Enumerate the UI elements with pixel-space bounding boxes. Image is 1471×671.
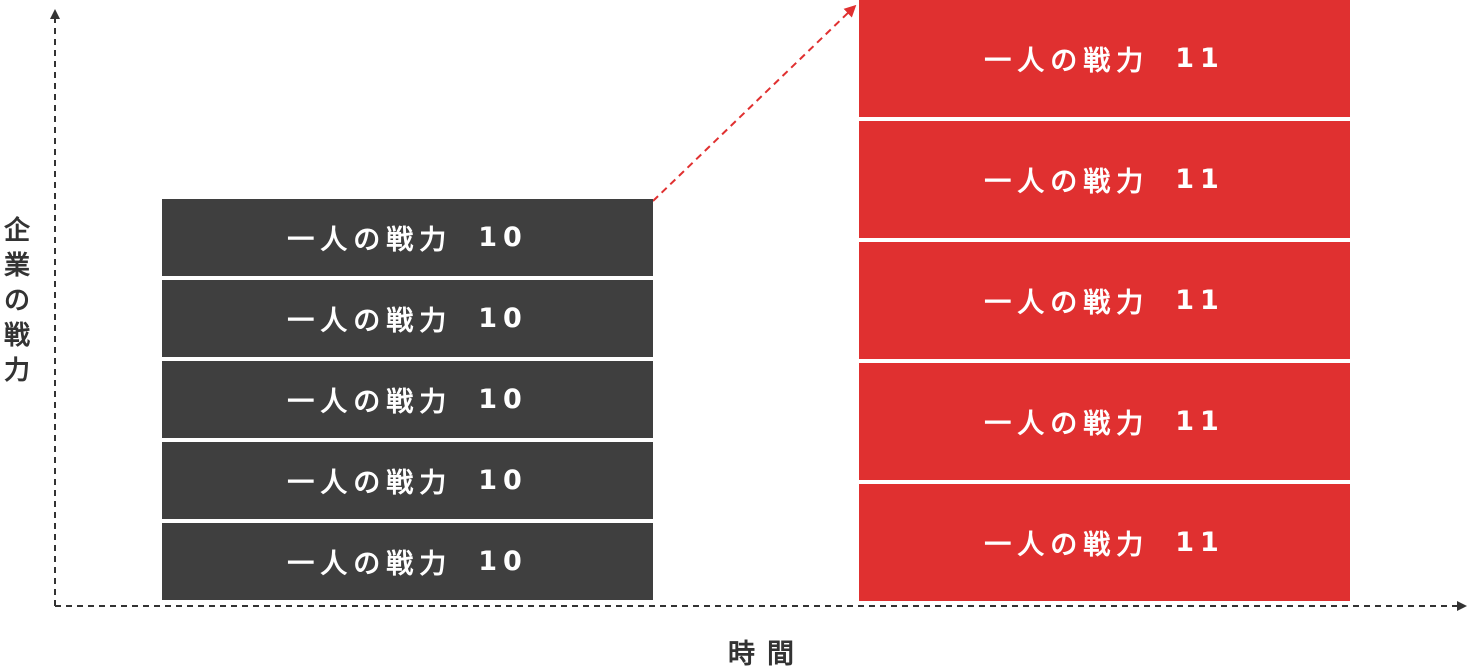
block-value: 10 (478, 465, 528, 496)
block-value: 10 (478, 384, 528, 415)
after-block: 一人の戦力 11 (859, 0, 1350, 117)
y-axis-label-char: 戦 (3, 321, 30, 351)
block-label: 一人の戦力 (984, 409, 1150, 440)
y-axis-label-char: 企 (3, 216, 30, 246)
block-value: 10 (478, 546, 528, 577)
block-label: 一人の戦力 (287, 549, 453, 580)
block-label: 一人の戦力 (984, 167, 1150, 198)
growth-arrow (652, 4, 857, 202)
block-label: 一人の戦力 (287, 468, 453, 499)
y-axis-label-char: 業 (3, 251, 30, 281)
before-block: 一人の戦力 10 (162, 361, 653, 438)
y-axis-label-char: の (3, 286, 30, 316)
after-block: 一人の戦力 11 (859, 363, 1350, 480)
y-axis-label: 企 業 の 戦 力 (0, 214, 34, 389)
before-block: 一人の戦力 10 (162, 280, 653, 357)
before-block: 一人の戦力 10 (162, 523, 653, 600)
before-block: 一人の戦力 10 (162, 442, 653, 519)
block-label: 一人の戦力 (984, 288, 1150, 319)
block-value: 11 (1175, 406, 1225, 437)
block-label: 一人の戦力 (984, 46, 1150, 77)
block-value: 11 (1175, 285, 1225, 316)
x-axis-label: 時間 (728, 639, 806, 670)
after-stack: 一人の戦力 11 一人の戦力 11 一人の戦力 11 一人の戦力 11 一人の戦… (859, 0, 1350, 605)
block-value: 11 (1175, 164, 1225, 195)
block-label: 一人の戦力 (287, 225, 453, 256)
after-block: 一人の戦力 11 (859, 121, 1350, 238)
before-block: 一人の戦力 10 (162, 199, 653, 276)
block-value: 11 (1175, 43, 1225, 74)
after-block: 一人の戦力 11 (859, 242, 1350, 359)
block-label: 一人の戦力 (287, 306, 453, 337)
y-axis-label-char: 力 (3, 356, 30, 386)
block-label: 一人の戦力 (984, 530, 1150, 561)
block-value: 11 (1175, 527, 1225, 558)
block-label: 一人の戦力 (287, 387, 453, 418)
block-value: 10 (478, 222, 528, 253)
block-value: 10 (478, 303, 528, 334)
after-block: 一人の戦力 11 (859, 484, 1350, 601)
before-stack: 一人の戦力 10 一人の戦力 10 一人の戦力 10 一人の戦力 10 一人の戦… (162, 199, 653, 604)
